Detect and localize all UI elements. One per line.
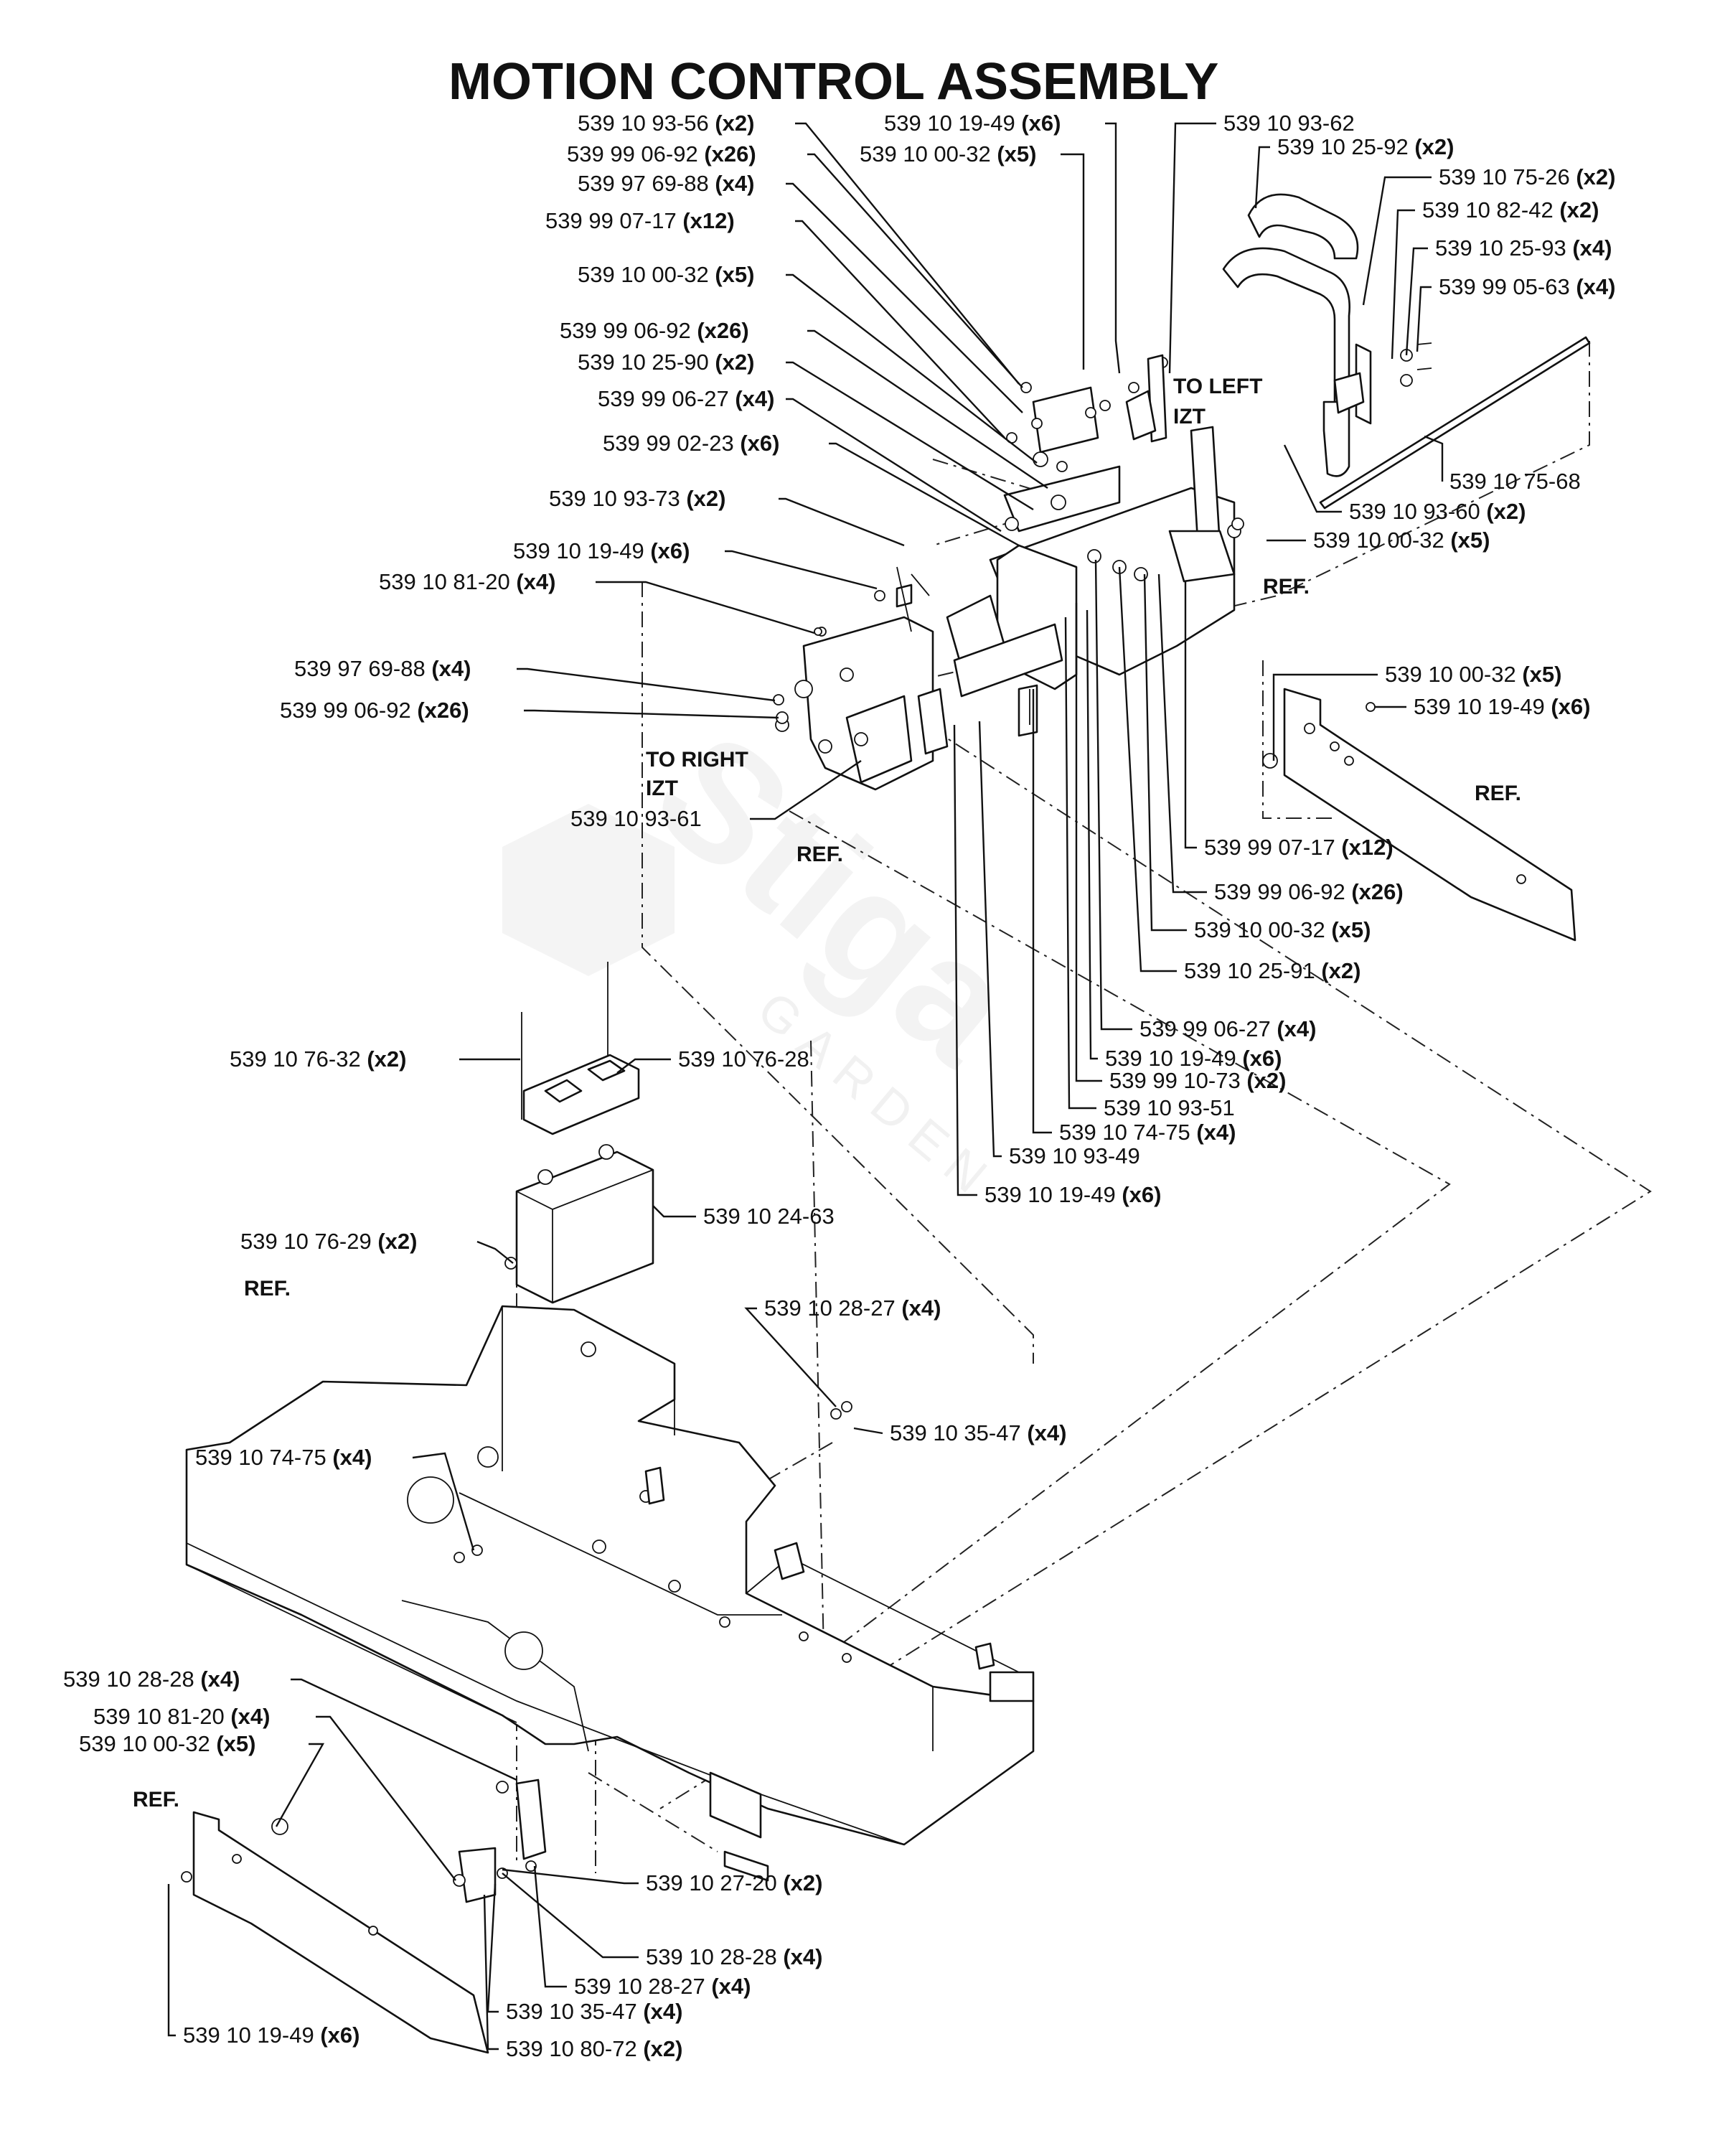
motion-control-handles (1222, 193, 1432, 477)
part-label: 539 99 06-92 (x26) (567, 141, 756, 167)
part-label: 539 10 19-49 (x6) (984, 1182, 1161, 1207)
ref-label-frame: REF. (244, 1277, 291, 1300)
part-label: 539 10 93-62 (1223, 111, 1355, 136)
part-label: 539 10 19-49 (x6) (513, 538, 690, 563)
watermark-logo-icon (502, 804, 675, 976)
part-labels: 539 10 93-56 (x2) 539 99 06-92 (x26) 539… (63, 111, 1615, 2061)
part-label: 539 99 06-92 (x26) (560, 318, 749, 343)
part-label: 539 10 93-60 (x2) (1349, 499, 1526, 524)
left-fender (181, 1811, 489, 2054)
part-label: 539 10 19-49 (x6) (183, 2023, 359, 2048)
part-label: 539 10 75-26 (x2) (1439, 164, 1615, 189)
part-label: 539 10 25-90 (x2) (578, 350, 754, 375)
main-frame (185, 1305, 1035, 1882)
to-right-izt-label-1: TO RIGHT (646, 748, 748, 772)
part-label: 539 10 00-32 (x5) (1313, 528, 1490, 553)
part-label: 539 97 69-88 (x4) (578, 171, 754, 196)
part-label: 539 10 81-20 (x4) (379, 569, 555, 594)
ref-label-left-fender: REF. (133, 1788, 179, 1811)
right-fender (1262, 688, 1576, 942)
part-label: 539 10 19-49 (x6) (1414, 694, 1590, 719)
part-label: 539 10 28-27 (x4) (574, 1974, 751, 1999)
ref-label-right-izt: REF. (796, 843, 843, 866)
part-label: 539 10 93-49 (1009, 1143, 1140, 1168)
part-label: 539 99 06-92 (x26) (280, 698, 469, 723)
part-label: 539 10 24-63 (703, 1204, 835, 1229)
part-label: 539 10 82-42 (x2) (1422, 197, 1599, 222)
part-label: 539 10 74-75 (x4) (1059, 1120, 1236, 1145)
callout-tags: TO LEFT IZT TO RIGHT IZT REF. REF. REF. … (133, 375, 1521, 1811)
page-title: MOTION CONTROL ASSEMBLY (448, 53, 1218, 111)
part-label: 539 10 27-20 (x2) (646, 1870, 822, 1895)
part-label: 539 10 75-68 (1449, 469, 1581, 494)
part-label: 539 10 93-51 (1104, 1095, 1235, 1120)
to-left-izt-label-2: IZT (1173, 405, 1206, 428)
part-label: 539 10 19-49 (x6) (884, 111, 1061, 136)
part-label: 539 99 07-17 (x12) (545, 208, 735, 233)
part-label: 539 10 35-47 (x4) (890, 1420, 1066, 1445)
left-bracket (775, 566, 1063, 791)
to-left-izt-label-1: TO LEFT (1173, 375, 1262, 398)
part-label: 539 10 25-93 (x4) (1435, 235, 1612, 261)
part-label: 539 10 25-91 (x2) (1184, 958, 1361, 983)
small-hardware-top (773, 354, 1244, 737)
part-label: 539 10 00-32 (x5) (1385, 662, 1561, 687)
part-label: 539 10 93-61 (570, 806, 702, 831)
part-label: 539 10 28-28 (x4) (646, 1944, 822, 1969)
part-label: 539 10 35-47 (x4) (506, 1999, 682, 2024)
part-label: 539 10 00-32 (x5) (578, 262, 754, 287)
part-label: 539 10 19-49 (x6) (1105, 1046, 1282, 1071)
ref-label-center: REF. (1263, 575, 1310, 599)
links-lower (453, 1401, 852, 1903)
part-label: 539 97 69-88 (x4) (294, 656, 471, 681)
part-label: 539 10 93-56 (x2) (578, 111, 754, 136)
part-label: 539 10 76-28 (678, 1046, 809, 1072)
control-rod (1319, 336, 1591, 510)
part-label: 539 10 28-28 (x4) (63, 1667, 240, 1692)
part-label: 539 99 05-63 (x4) (1439, 274, 1615, 299)
part-label: 539 10 74-75 (x4) (195, 1445, 372, 1470)
ref-label-right-fender: REF. (1475, 782, 1521, 805)
part-label: 539 10 93-73 (x2) (549, 486, 725, 511)
part-label: 539 10 00-32 (x5) (1194, 917, 1371, 942)
part-label: 539 99 06-27 (x4) (598, 386, 774, 411)
leader-lines (167, 122, 1444, 2050)
part-label: 539 10 00-32 (x5) (79, 1731, 255, 1756)
to-right-izt-label-2: IZT (646, 777, 678, 800)
part-label: 539 99 06-92 (x26) (1214, 879, 1404, 904)
part-label: 539 10 25-92 (x2) (1277, 134, 1454, 159)
part-label: 539 99 06-27 (x4) (1139, 1016, 1316, 1041)
part-label: 539 99 07-17 (x12) (1204, 835, 1394, 860)
part-label: 539 10 76-29 (x2) (240, 1229, 417, 1254)
battery-assembly (504, 962, 654, 1304)
part-label: 539 10 28-27 (x4) (764, 1295, 941, 1321)
part-label: 539 99 10-73 (x2) (1109, 1068, 1286, 1093)
part-label: 539 99 02-23 (x6) (603, 431, 779, 456)
part-label: 539 10 76-32 (x2) (230, 1046, 406, 1072)
part-label: 539 10 00-32 (x5) (860, 141, 1036, 167)
part-label: 539 10 81-20 (x4) (93, 1704, 270, 1729)
part-label: 539 10 80-72 (x2) (506, 2036, 682, 2061)
